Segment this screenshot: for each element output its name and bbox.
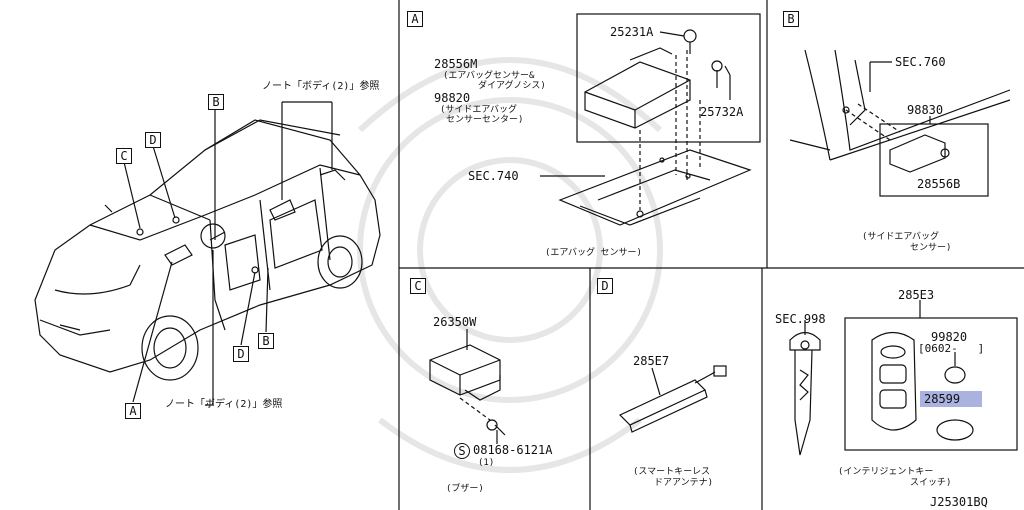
panel-b-caption-2: センサー)	[910, 243, 952, 253]
part-28599[interactable]: 28599	[920, 391, 982, 407]
panel-c-drawing	[429, 329, 506, 444]
callout-b-lower: B	[258, 333, 274, 349]
panel-d-drawing	[618, 365, 727, 433]
part-98830: 98830	[907, 103, 944, 117]
part-285e3: 285E3	[898, 288, 935, 302]
panel-e-caption-1: (インテリジェントキー	[838, 467, 934, 477]
part-99820: 99820	[931, 330, 968, 344]
watermark-crest	[357, 57, 663, 473]
callout-d-lower: D	[233, 346, 249, 362]
part-25231a: 25231A	[610, 25, 654, 39]
panel-d-caption-1: (スマートキーレス	[633, 467, 711, 477]
part-25732a: 25732A	[700, 105, 744, 119]
panel-b-caption-1: (サイドエアバッグ	[862, 232, 940, 242]
part-26350w: 26350W	[433, 315, 477, 329]
panel-d-label: D	[597, 278, 613, 294]
sec-760: SEC.760	[895, 55, 946, 69]
panel-d-caption-2: ドアアンテナ)	[654, 478, 714, 488]
part-28556b: 28556B	[917, 177, 961, 191]
bolt-quantity: (1)	[478, 458, 495, 468]
part-98820-desc-2: センサーセンター)	[446, 115, 524, 125]
callout-a: A	[125, 403, 141, 419]
part-98820-desc-1: (サイドエアバッグ	[440, 105, 518, 115]
part-08168-6121a: 08168-6121A	[473, 443, 553, 457]
sec-998: SEC.998	[775, 312, 826, 326]
part-28556m-desc-1: (エアバッグセンサー&	[443, 71, 535, 81]
part-98820: 98820	[434, 91, 471, 105]
part-28556m: 28556M	[434, 57, 478, 71]
bolt-mark: S	[454, 443, 470, 459]
callout-b: B	[208, 94, 224, 110]
panel-b-drawing	[789, 49, 1011, 197]
body-ref-top: ノート「ボディ(2)」参照	[262, 81, 380, 92]
panel-a-label: A	[407, 11, 423, 27]
part-99820-range: [0602- ]	[918, 342, 985, 355]
panel-c-label: C	[410, 278, 426, 294]
car-illustration	[34, 101, 381, 406]
callout-c: C	[116, 148, 132, 164]
part-285e7: 285E7	[633, 354, 670, 368]
panel-b-label: B	[783, 11, 799, 27]
body-ref-bottom: ノート「ボディ(2)」参照	[165, 399, 283, 410]
part-28556m-desc-2: ダイアグノシス)	[478, 81, 546, 91]
panel-e-drawing	[789, 300, 1018, 456]
panel-a-drawing	[540, 13, 761, 226]
sec-740: SEC.740	[468, 169, 519, 183]
diagram-code: J25301BQ	[930, 495, 988, 509]
panel-c-caption: (ブザー)	[446, 484, 484, 494]
callout-d: D	[145, 132, 161, 148]
panel-grid	[398, 0, 1024, 510]
panel-a-caption: (エアバッグ センサー)	[545, 248, 642, 258]
panel-e-caption-2: スイッチ)	[910, 478, 952, 488]
